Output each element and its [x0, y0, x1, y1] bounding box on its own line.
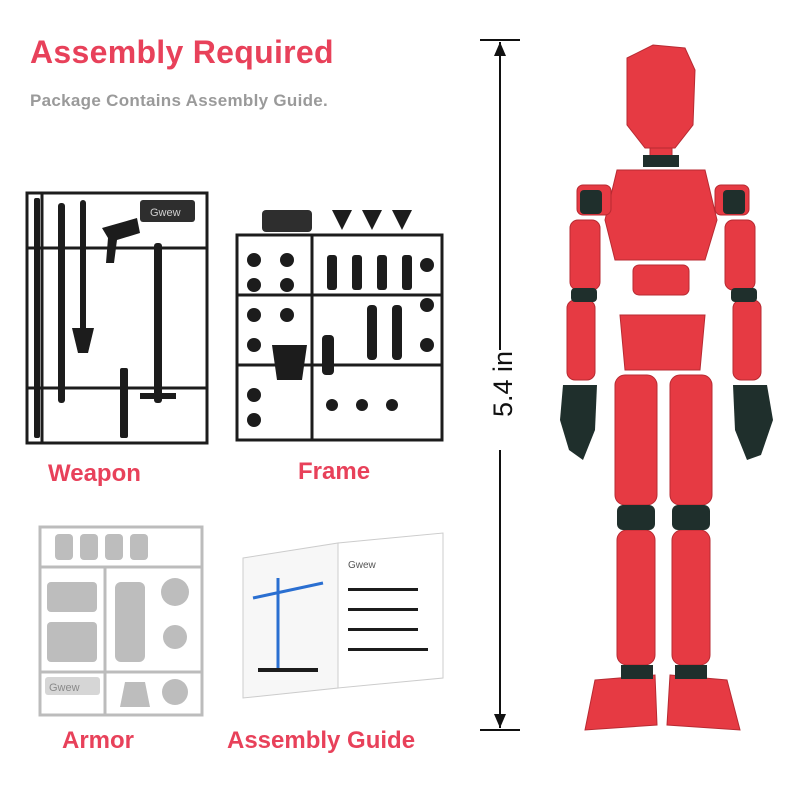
- armor-label: Armor: [62, 727, 135, 754]
- weapon-sprue-brand: Gwew: [150, 207, 181, 219]
- height-dimension-label: 5.4 in: [488, 350, 518, 418]
- frame-sprue-image: [235, 210, 444, 442]
- assembly-guide-image: Gwew: [242, 532, 444, 699]
- armor-sprue-image: Gwew: [38, 525, 204, 717]
- headline: Assembly Required: [30, 34, 334, 70]
- frame-label: Frame: [298, 458, 371, 485]
- weapon-sprue-image: Gwew: [25, 191, 209, 445]
- height-dimension-arrow: [480, 39, 520, 731]
- assembly-guide-label: Assembly Guide: [227, 727, 416, 754]
- weapon-label: Weapon: [48, 460, 141, 487]
- armor-sprue-brand: Gwew: [49, 682, 80, 694]
- action-figure-image: [560, 44, 773, 731]
- svg-text:Gwew: Gwew: [348, 560, 377, 571]
- subheadline: Package Contains Assembly Guide.: [30, 91, 329, 110]
